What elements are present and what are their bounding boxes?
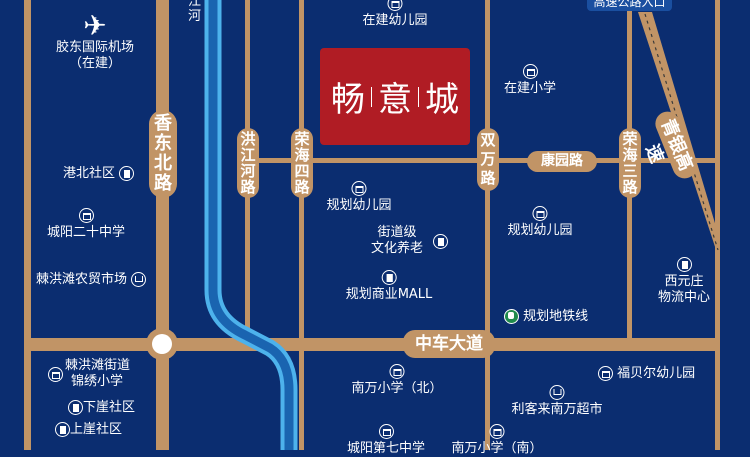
poi-name: 港北社区 (63, 166, 116, 181)
brand-char: 意 (378, 80, 412, 120)
poi-note: 锦绣小学 (71, 374, 124, 389)
poi-name: 在建小学 (503, 81, 557, 96)
poi-planned-kindergarten-1[interactable]: 规划幼儿园 (326, 181, 392, 214)
poi-name: 棘洪滩街道 (65, 358, 131, 373)
metro-icon (504, 309, 519, 324)
road-xiangdong-north (156, 0, 169, 450)
poi-nanwan-north[interactable]: 南万小学（北） (351, 364, 443, 397)
school-icon (598, 366, 613, 381)
airplane-icon: ✈ (83, 9, 107, 42)
poi-kindergarten-building[interactable]: 在建幼儿园 (362, 0, 428, 29)
poi-market[interactable]: 棘洪滩农贸市场 (36, 272, 147, 288)
building-icon (119, 166, 135, 181)
road-far-left (24, 0, 31, 450)
building-icon (381, 270, 397, 285)
building-icon (676, 257, 692, 272)
poi-name: 规划商业MALL (345, 287, 433, 302)
school-icon (532, 206, 548, 221)
school-icon (387, 0, 403, 11)
road-label-kangyuan: 康园路 (527, 151, 597, 172)
poi-name: 规划地铁线 (523, 309, 589, 324)
poi-note: 文化养老 (371, 241, 424, 256)
road-label-shuangwan: 双万路 (477, 128, 499, 191)
brand-divider (418, 86, 419, 107)
school-icon (389, 364, 405, 379)
poi-name: 利客来南万超市 (511, 402, 603, 417)
cart-icon (549, 385, 565, 400)
poi-name: 棘洪滩农贸市场 (36, 272, 128, 287)
poi-planned-kindergarten-2[interactable]: 规划幼儿园 (507, 206, 573, 239)
poi-metro[interactable]: 规划地铁线 (504, 309, 588, 325)
poi-note: 物流中心 (657, 290, 711, 305)
road-ronghai4 (299, 0, 304, 450)
school-icon (48, 367, 63, 382)
building-icon (68, 400, 83, 415)
road-qingyin-centerline (644, 13, 719, 251)
poi-jinxiu[interactable]: 棘洪滩街道 锦绣小学 (48, 358, 130, 390)
poi-name: 胶东国际机场 (55, 40, 135, 55)
poi-name: 南万小学（北） (351, 381, 443, 396)
river-label: 江河 (188, 0, 202, 24)
project-brand-box[interactable]: 畅 意 城 (320, 48, 470, 145)
cart-icon (131, 272, 147, 287)
poi-fubeier[interactable]: 福贝尔幼儿园 (598, 366, 695, 382)
school-icon (378, 424, 394, 439)
poi-name: 街道级 (377, 225, 417, 240)
road-label-hongjianghe: 洪江河路 (237, 128, 259, 198)
poi-nanwan-south[interactable]: 南万小学（南） (451, 424, 543, 457)
poi-name: 规划幼儿园 (326, 198, 392, 213)
poi-name: 南万小学（南） (451, 441, 543, 456)
road-zhongche (24, 338, 720, 351)
river (204, 0, 298, 450)
poi-likelai[interactable]: 利客来南万超市 (511, 385, 603, 418)
poi-name: 城阳二十中学 (46, 225, 126, 240)
poi-name: 城阳第七中学 (346, 441, 426, 456)
poi-name: 在建幼儿园 (362, 13, 428, 28)
school-icon (489, 424, 505, 439)
brand-char: 城 (425, 80, 459, 120)
poi-gangbei[interactable]: 港北社区 (63, 166, 135, 182)
poi-name: 规划幼儿园 (507, 223, 573, 238)
poi-name: 福贝尔幼儿园 (617, 366, 696, 381)
brand-divider (371, 86, 372, 107)
poi-chengyang20[interactable]: 城阳二十中学 (47, 208, 125, 241)
poi-name: 上崖社区 (70, 422, 123, 437)
road-label-ronghai3: 荣海三路 (619, 128, 641, 198)
building-icon (55, 422, 70, 437)
school-icon (78, 208, 94, 223)
poi-shangya[interactable]: 上崖社区 (55, 422, 122, 438)
poi-note: （在建） (68, 56, 122, 71)
poi-primary-building[interactable]: 在建小学 (504, 64, 556, 97)
poi-name: 西元庄 (664, 274, 704, 289)
poi-chengyang7[interactable]: 城阳第七中学 (347, 424, 425, 457)
poi-xiaya[interactable]: 下崖社区 (68, 400, 135, 416)
poi-airport[interactable]: ✈ 胶东国际机场 （在建） (56, 12, 134, 72)
road-shuangwan (485, 0, 490, 450)
poi-elderly[interactable]: 街道级 文化养老 (371, 225, 448, 257)
school-icon (522, 64, 538, 79)
poi-mall[interactable]: 规划商业MALL (345, 270, 433, 303)
road-label-ronghai4: 荣海四路 (291, 128, 313, 198)
road-label-zhongche: 中车大道 (403, 330, 495, 358)
building-icon (433, 234, 448, 249)
road-label-xiangdong-north: 香东北路 (149, 110, 177, 198)
brand-char: 畅 (331, 80, 365, 120)
school-icon (351, 181, 367, 196)
poi-name: 下崖社区 (83, 400, 136, 415)
road-far-right (715, 0, 720, 450)
highway-exit-label: 高速公路入口 (587, 0, 672, 11)
poi-logistics[interactable]: 西元庄 物流中心 (658, 257, 710, 306)
junction-circle-inner (152, 334, 172, 354)
